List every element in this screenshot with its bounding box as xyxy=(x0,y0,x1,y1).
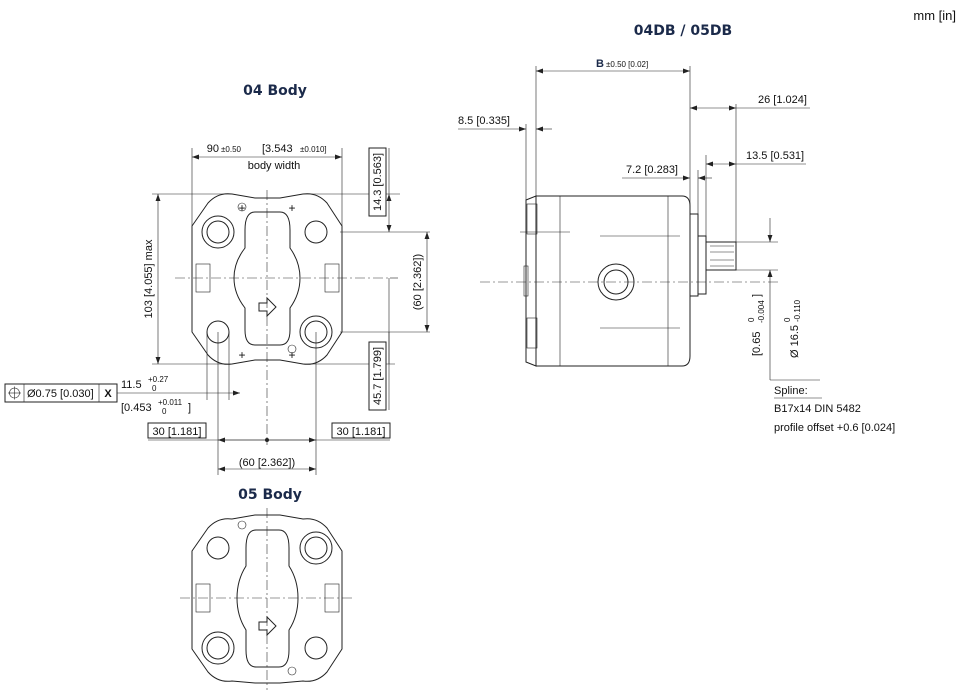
body-width-value: 90 xyxy=(207,143,219,155)
spline-chamfer-tol-upper: 0 xyxy=(747,317,756,322)
mounting-hole-bottom-left xyxy=(201,631,235,665)
spline-diameter-tol-lower: -0.110 xyxy=(793,299,802,322)
hole-diameter-inch: [0.453 xyxy=(121,402,152,414)
bottom-offset-value: 45.7 [1.799] xyxy=(372,347,384,405)
spline-spec: B17x14 DIN 5482 xyxy=(774,403,861,415)
mounting-hole-top-right xyxy=(299,531,333,565)
left-offset-value: 30 [1.181] xyxy=(153,426,202,438)
marker-hole xyxy=(287,344,297,354)
right-offset-box xyxy=(331,422,391,439)
length-b-tolerance: ±0.50 [0.02] xyxy=(606,60,648,69)
units-label: mm [in] xyxy=(913,8,956,23)
body-width-label: body width xyxy=(248,160,301,172)
rear-cover-outline xyxy=(525,195,537,367)
length-b-label: B xyxy=(596,58,604,70)
body-width-inch-tolerance: ±0.010] xyxy=(300,145,327,154)
hole-diameter-tol-minus: 0 xyxy=(152,384,157,393)
flow-direction-arrow-icon xyxy=(258,296,277,318)
mounting-hole-top-left xyxy=(201,215,235,249)
spline-diameter-tol-upper: 0 xyxy=(783,317,792,322)
left-offset-box xyxy=(147,422,207,439)
height-max-label: 103 [4.055] max xyxy=(143,239,155,318)
spline-shaft xyxy=(705,241,737,271)
view-title-05-body: 05 Body xyxy=(238,487,302,503)
side-port-outer xyxy=(597,263,635,301)
bottom-offset-box xyxy=(368,341,387,411)
top-offset-value: 14.3 [0.563] xyxy=(372,153,384,211)
plus-mark-icon: + xyxy=(288,348,295,362)
profile-offset: profile offset +0.6 [0.024] xyxy=(774,422,895,434)
hole-diameter-inch-tol-plus: +0.011 xyxy=(158,398,183,407)
flange-thickness-value: 8.5 [0.335] xyxy=(458,115,510,127)
pilot-boss xyxy=(697,235,707,295)
spline-chamfer-value: [0.65 xyxy=(751,332,763,356)
left-port-pad xyxy=(195,263,211,293)
hole-diameter-inch-tol-minus: 0 xyxy=(162,407,167,416)
spline-diameter-value: Ø 16.5 xyxy=(789,325,801,358)
plus-mark-icon: + xyxy=(238,348,245,362)
view-title-side: 04DB / 05DB xyxy=(634,23,732,39)
hole-diameter-value: 11.5 xyxy=(121,379,142,391)
hole-diameter-tol-plus: +0.27 xyxy=(148,375,169,384)
side-view-04db-05db: 04DB / 05DB B ±0.50 [0.02] xyxy=(458,23,895,434)
mounting-hole-top-right xyxy=(304,220,328,244)
datum-label: X xyxy=(104,388,112,400)
right-offset-value: 30 [1.181] xyxy=(337,426,386,438)
body-outline xyxy=(191,514,343,684)
spline-label: Spline: xyxy=(774,385,808,397)
position-tolerance-icon xyxy=(8,386,21,400)
mounting-hole-bottom-right xyxy=(304,636,328,660)
hole-diameter-inch-close: ] xyxy=(188,402,191,414)
port-spacing-horizontal-value: (60 [2.362]) xyxy=(239,457,295,469)
body-width-tolerance: ±0.50 xyxy=(221,145,242,154)
gear-cavity-outline xyxy=(233,211,301,346)
front-view-04-body: 04 Body + + + + xyxy=(4,83,430,475)
flow-direction-arrow-icon xyxy=(258,615,277,637)
body-width-inch: [3.543 xyxy=(262,143,293,155)
mounting-hole-top-left xyxy=(206,536,230,560)
marker-hole xyxy=(237,202,247,212)
right-port-pad xyxy=(324,263,340,293)
position-tolerance-value: Ø0.75 [0.030] xyxy=(27,388,94,400)
pilot-length-value: 7.2 [0.283] xyxy=(626,164,678,176)
top-offset-box xyxy=(368,147,387,217)
shaft-total-length-value: 26 [1.024] xyxy=(758,94,807,106)
plus-mark-icon: + xyxy=(288,201,295,215)
plus-mark-icon: + xyxy=(238,201,245,215)
spline-chamfer-close: ] xyxy=(751,294,763,297)
side-port-inner xyxy=(603,269,629,295)
mounting-flange xyxy=(689,213,699,297)
gear-cavity-outline xyxy=(236,529,299,668)
front-view-05-body: 05 Body xyxy=(180,487,355,690)
shaft-spline-length-value: 13.5 [0.531] xyxy=(746,150,804,162)
port-spacing-vertical-value: (60 [2.362]) xyxy=(412,254,424,310)
position-tolerance-frame xyxy=(4,383,118,403)
pump-body-outline xyxy=(535,195,691,367)
spline-chamfer-tol-lower: -0.004 xyxy=(757,300,766,323)
view-title-04-body: 04 Body xyxy=(243,83,307,99)
